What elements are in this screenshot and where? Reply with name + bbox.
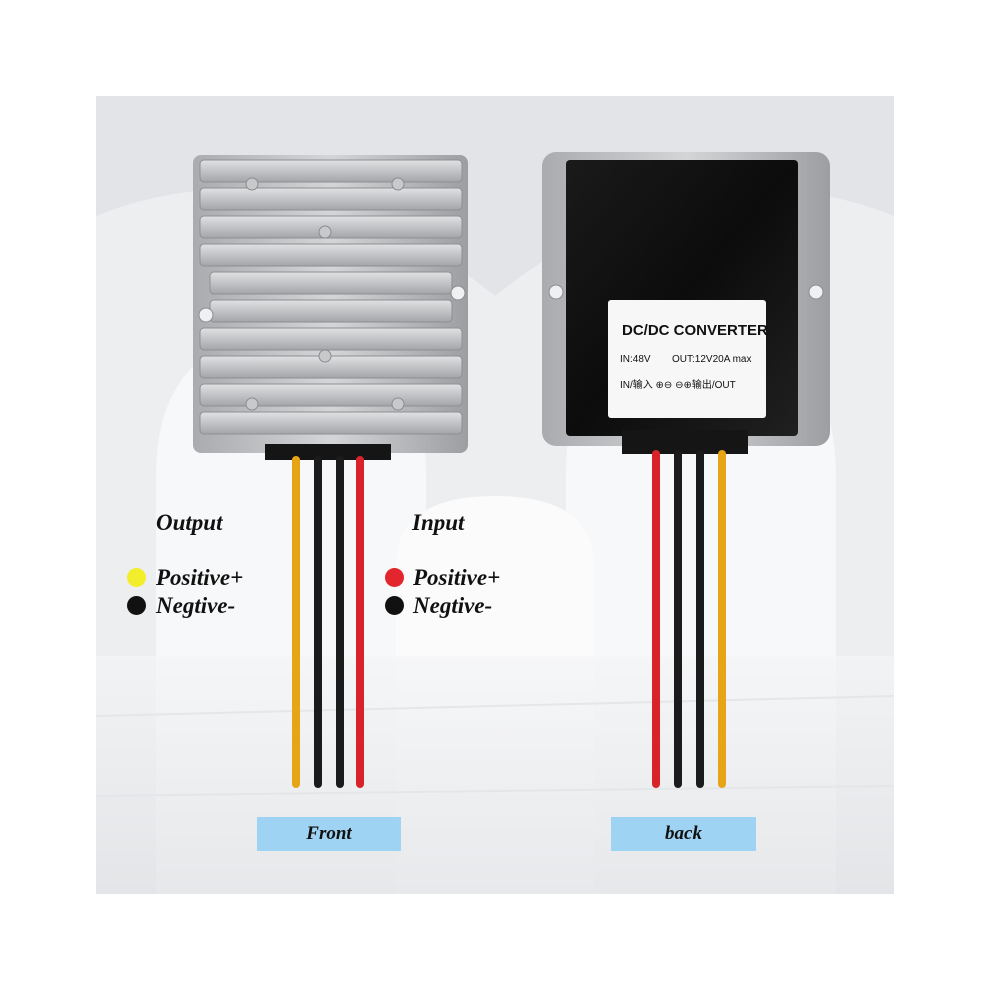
back-wires: [652, 450, 726, 788]
front-module: [193, 155, 468, 460]
input-positive-label: Positive+: [413, 565, 501, 590]
input-negative-label: Negtive-: [413, 593, 493, 618]
front-wires: [292, 456, 364, 788]
input-title: Input: [412, 510, 465, 535]
output-title: Output: [156, 510, 223, 535]
sticker-pinout: IN/输入 ⊕⊖ ⊖⊕输出/OUT: [620, 380, 736, 391]
front-caption: Front: [257, 817, 401, 851]
sticker-title: DC/DC CONVERTER: [622, 322, 768, 339]
output-negative-dot: [127, 596, 146, 615]
output-negative-label: Negtive-: [156, 593, 236, 618]
back-caption: back: [611, 817, 756, 851]
input-negative-dot: [385, 596, 404, 615]
output-positive-dot: [127, 568, 146, 587]
output-positive-label: Positive+: [156, 565, 244, 590]
sticker-input-spec: IN:48V: [620, 354, 651, 365]
input-positive-dot: [385, 568, 404, 587]
sticker-output-spec: OUT:12V20A max: [672, 354, 752, 365]
back-module: [542, 152, 830, 454]
